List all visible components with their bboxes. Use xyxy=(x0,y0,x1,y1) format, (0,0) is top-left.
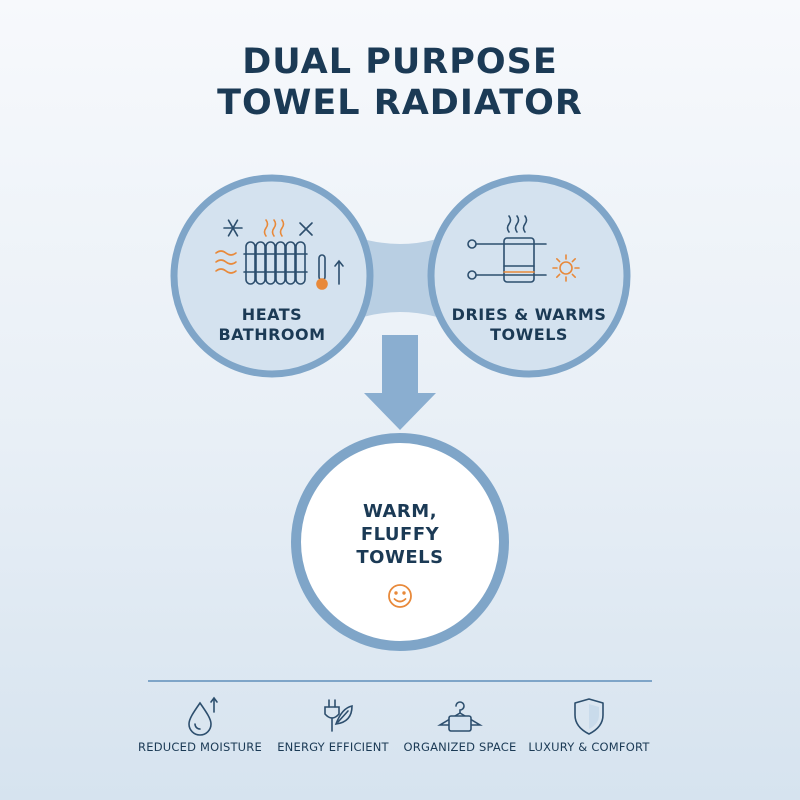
radiator-icon xyxy=(215,219,344,290)
heats-bathroom-circle xyxy=(170,174,374,378)
result-circle xyxy=(291,433,509,651)
diagram-title-line-2: TOWEL RADIATOR xyxy=(217,83,583,123)
water-drop-icon xyxy=(188,696,218,736)
heat-waves-top-icon xyxy=(263,219,285,237)
radiator-body xyxy=(243,241,308,285)
down-arrow-icon xyxy=(364,335,436,430)
dries-towels-circle xyxy=(427,174,631,378)
shield-icon xyxy=(574,698,604,735)
feature-organized-space-label: ORGANIZED SPACE xyxy=(403,740,517,754)
leaf-plug-icon xyxy=(324,699,353,732)
dries-label-line-2: TOWELS xyxy=(490,325,568,344)
feature-reduced-moisture-label: REDUCED MOISTURE xyxy=(138,740,262,754)
heats-label-line-1: HEATS xyxy=(241,305,303,324)
snowflake-icon xyxy=(223,219,243,237)
result-label-line-1: WARM, xyxy=(362,501,438,522)
smiley-icon xyxy=(388,584,412,608)
dries-towels-label: DRIES & WARMS TOWELS xyxy=(434,305,624,345)
heats-bathroom-label: HEATS BATHROOM xyxy=(192,305,352,345)
diagram-title-line-1: DUAL PURPOSE xyxy=(242,42,558,82)
result-label-line-3: TOWELS xyxy=(356,547,444,568)
result-label: WARM, FLUFFY TOWELS xyxy=(320,500,480,569)
heats-label-line-2: BATHROOM xyxy=(218,325,326,344)
thermometer-icon xyxy=(316,254,344,290)
sun-icon xyxy=(552,254,580,282)
heat-waves-left-icon xyxy=(215,250,237,274)
feature-luxury-comfort-label: LUXURY & COMFORT xyxy=(528,740,650,754)
dries-label-line-1: DRIES & WARMS xyxy=(451,305,607,324)
hanger-icon xyxy=(437,701,483,732)
feature-energy-efficient-label: ENERGY EFFICIENT xyxy=(277,740,389,754)
result-label-line-2: FLUFFY xyxy=(360,524,440,545)
steam-icon xyxy=(506,215,528,233)
towel-rail-icon xyxy=(467,215,580,283)
close-x-icon xyxy=(299,222,313,236)
